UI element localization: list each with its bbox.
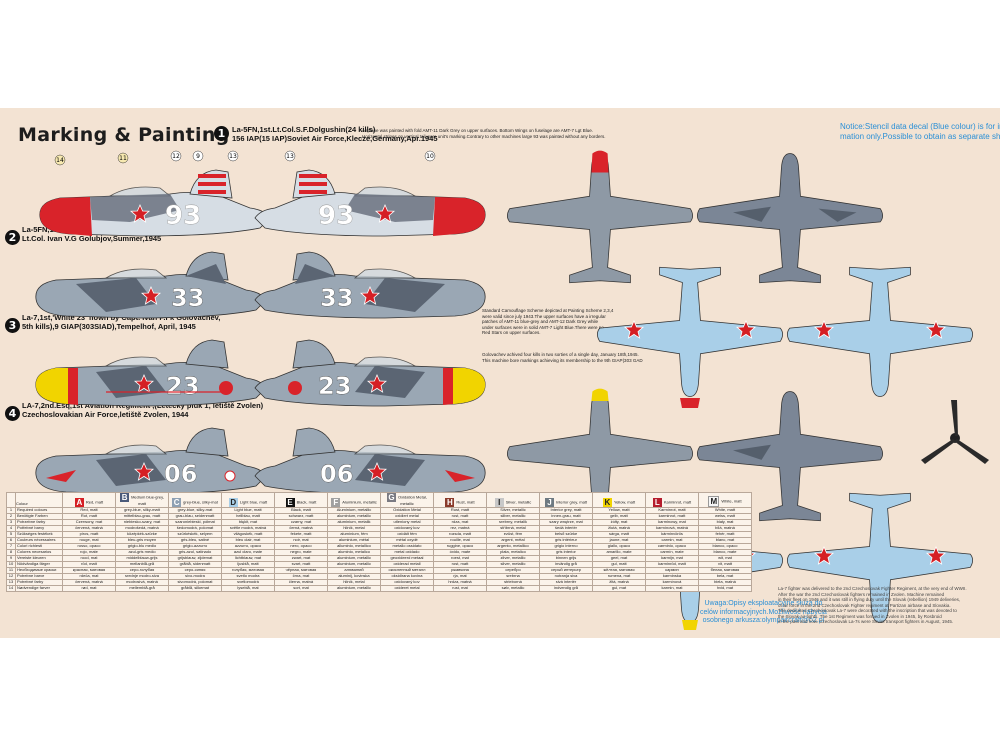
stencil-notice: Notice:Stencil data decal (Blue colour) … [840,122,1000,141]
table-cell: gul, mat [592,584,646,592]
table-cell: mellemblå-grå [115,584,169,592]
svg-text:11: 11 [119,155,127,162]
row-language-label: Couleurs nécessaires [15,536,63,544]
sheet-title: Marking & Painting [18,124,230,146]
table-cell: oxideret metal [380,584,434,592]
table-cell: rust, mat [433,584,487,592]
scheme-note-1: Airplane was painted with fold AMT-11 Da… [362,128,606,139]
table-cell: indvendig grå [539,584,593,592]
scheme-note-3: Golovachev achived four kills in two sor… [482,352,643,363]
svg-text:14: 14 [56,157,64,164]
row-index: 14 [6,584,16,592]
profile-number-2: 2 [5,230,20,245]
row-language-label: Nødvendige farver [15,584,63,592]
marking-painting-sheet: Marking & Painting 1 La-5FN,1st.Lt.Col.S… [0,108,1000,638]
svg-text:9: 9 [196,153,200,160]
code-93-left: 93 [165,201,201,231]
svg-text:23: 23 [166,372,199,400]
profile-number-1: 1 [214,126,229,141]
svg-text:10: 10 [426,153,434,160]
svg-text:06: 06 [164,460,197,488]
table-cell: sort, mat [274,584,328,592]
profile-caption-1: La-5FN,1st.Lt.Col.S.F.Dolgushin(24 kills… [232,125,438,143]
svg-text:12: 12 [172,153,180,160]
svg-text:93: 93 [318,201,354,231]
svg-text:33: 33 [171,284,204,312]
row-language-label: Необходимые краски [15,566,63,574]
svg-text:23: 23 [318,372,351,400]
profile-number-4: 4 [5,406,20,421]
table-cell: lyseblå, mat [221,584,275,592]
table-cell: hvid, mat [698,584,752,592]
scheme-note-2: Standard Camouflage Scheme depicted at P… [482,308,614,335]
paint-table-label-col: Colour [15,492,63,508]
uwaga-note: Uwaga:Opisy eksploatacyjne służą do celó… [700,600,827,624]
aircraft-illustrations: 93 93 33 33 [35,150,989,630]
table-cell: karmin, mat [645,584,699,592]
svg-text:13: 13 [229,153,237,160]
table-cell: gråblå, silkemat [168,584,222,592]
svg-text:06: 06 [320,460,353,488]
svg-text:13: 13 [286,153,294,160]
table-cell: aluminium, metallic [327,584,381,592]
table-cell: grau-blau, seidenmatt [168,512,222,520]
czech-note: La-7 fighter was delivered to the 2nd Cz… [778,586,967,624]
table-cell: sølv, metallic [486,584,540,592]
svg-text:33: 33 [320,284,353,312]
table-cell: rød, mat [62,584,116,592]
profile-number-3: 3 [5,318,20,333]
table-cell: szaroniebieski, półmat [168,518,222,526]
